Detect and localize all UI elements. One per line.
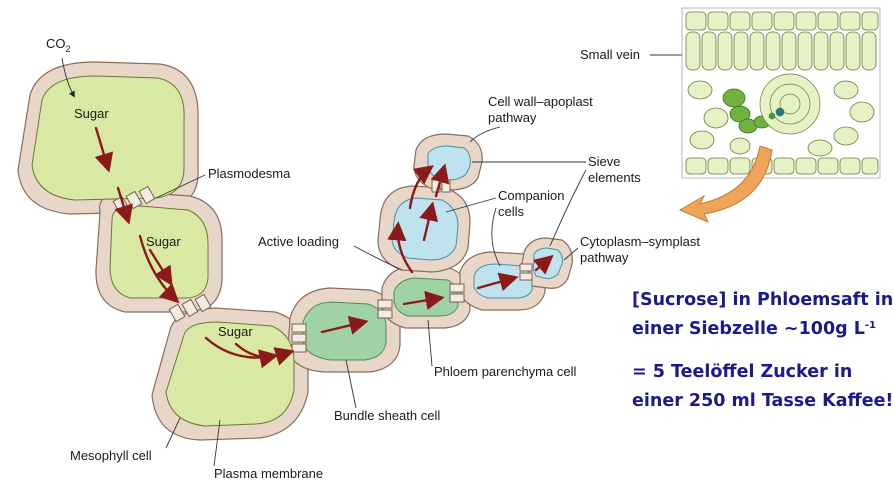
plasmodesma-2: [168, 293, 212, 323]
vein-bundle: [759, 73, 821, 135]
mesophyll-cell-3: [165, 321, 295, 427]
arrow-companion-lower: [476, 272, 519, 292]
companion-label-1: Companion: [498, 188, 565, 203]
sucrose-note-line2: einer Siebzelle ~100g L-1: [632, 319, 877, 339]
sieve-label-1: Sieve: [588, 154, 621, 169]
sucrose-note-line1: [Sucrose] in Phloemsaft in: [632, 290, 893, 310]
phloem-parenchyma-inner: [393, 277, 459, 317]
small-vein-label: Small vein: [580, 47, 640, 62]
plasmodesma-6: [519, 263, 533, 281]
arrow-mesophyll-2b: [138, 234, 180, 304]
mesophyll-cells: [31, 75, 295, 427]
sieve-label-2: elements: [588, 170, 641, 185]
mesophyll-label: Mesophyll cell: [70, 448, 152, 463]
plasmodesma-label: Plasmodesma: [208, 166, 291, 181]
sucrose-note-line4: einer 250 ml Tasse Kaffee!: [632, 391, 893, 411]
arrow-companion-to-sieve: [430, 163, 450, 198]
arrow-to-sieve-upper: [408, 165, 434, 210]
arrow-mesophyll-1: [94, 126, 114, 173]
cell-wall-label-1: Cell wall–apoplast: [488, 94, 593, 109]
arrow-companion-upper: [419, 201, 439, 242]
arrow-active-loading: [387, 221, 414, 274]
cytoplasm-label-2: pathway: [580, 250, 629, 265]
sugar-label-2: Sugar: [146, 234, 181, 249]
cell-wall-label-2: pathway: [488, 110, 537, 125]
arrow-mesophyll-2a: [148, 248, 173, 287]
upper-epidermis: [685, 11, 879, 31]
bundle-sheath-green: [722, 88, 771, 134]
co2-label: CO2: [46, 36, 71, 54]
active-loading-label: Active loading: [258, 234, 339, 249]
arrow-bundle-sheath: [320, 315, 369, 335]
mesophyll-cell-1: [31, 75, 185, 201]
arrow-mesophyll-3a: [204, 336, 295, 366]
lower-epidermis: [685, 157, 879, 175]
plasmodesma-4: [377, 299, 393, 319]
mesophyll-cell-2: [109, 205, 209, 299]
cytoplasm-label-1: Cytoplasm–symplast: [580, 234, 700, 249]
spongy-layer: [687, 80, 875, 157]
sieve-element-right: [532, 247, 563, 279]
sugar-label-3: Sugar: [218, 324, 253, 339]
zoom-arrow: [678, 145, 773, 223]
sugar-label-1: Sugar: [74, 106, 109, 121]
sucrose-note-line3: = 5 Teelöffel Zucker in: [632, 362, 853, 382]
plasma-membrane-label: Plasma membrane: [214, 466, 323, 481]
bundle-sheath-label: Bundle sheath cell: [334, 408, 440, 423]
plasmodesma-5: [449, 283, 465, 303]
arrow-parenchyma: [402, 290, 445, 310]
palisade-layer: [685, 31, 877, 71]
sugar-flow-arrows: [94, 126, 554, 369]
phloem-parenchyma-label: Phloem parenchyma cell: [434, 364, 576, 379]
bundle-sheath-cell: [302, 301, 387, 361]
plasmodesma-3: [291, 323, 307, 353]
arrow-mesophyll-3b: [234, 342, 279, 369]
arrow-plasmodesma-1: [114, 186, 133, 225]
companion-cell-upper: [391, 197, 459, 261]
leaf-cross-section-inset: [681, 7, 881, 179]
sieve-element-upper: [427, 145, 471, 181]
companion-label-2: cells: [498, 204, 525, 219]
arrow-sieve-right: [532, 254, 554, 275]
